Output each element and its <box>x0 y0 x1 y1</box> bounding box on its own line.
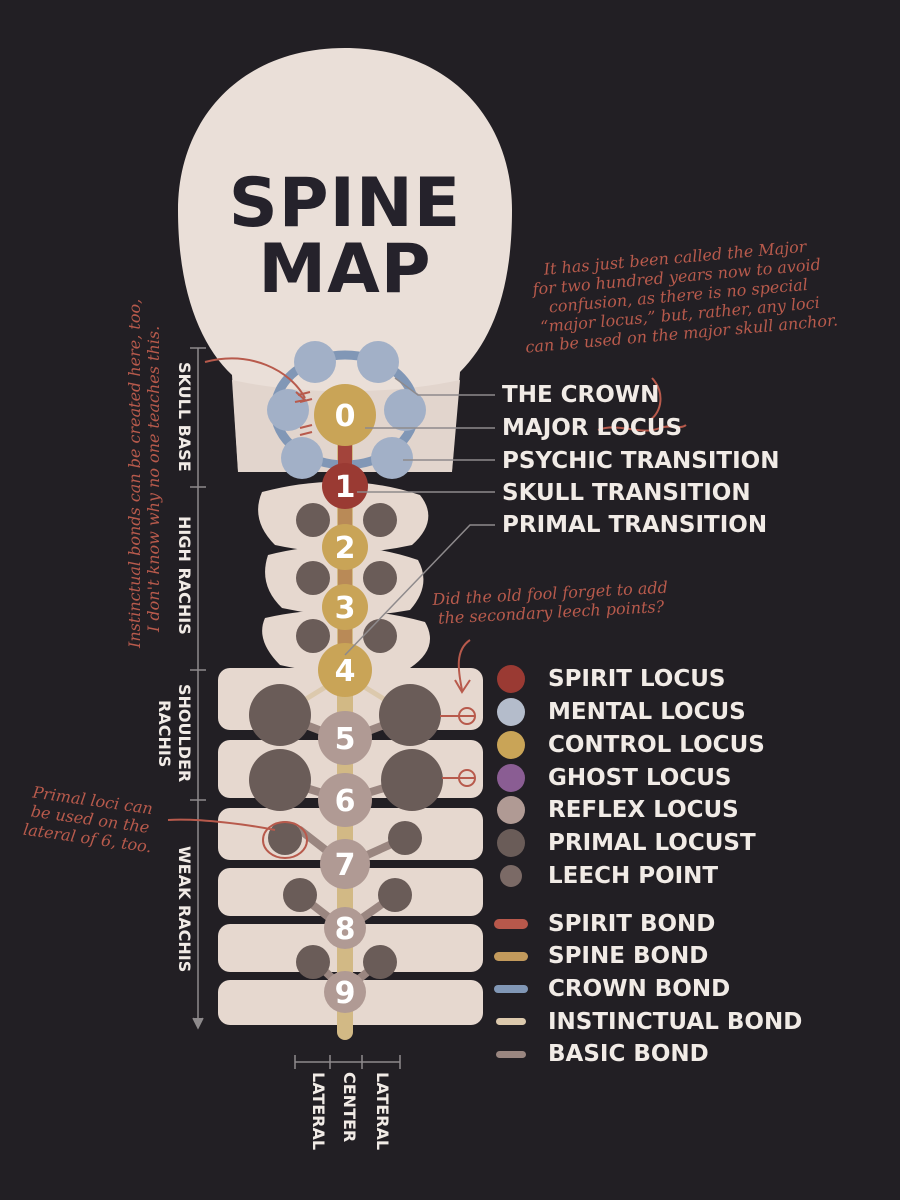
axis-label-lateral-left: LATERAL <box>309 1072 328 1151</box>
callout-psychic-transition: PSYCHIC TRANSITION <box>502 448 780 474</box>
legend-spirit-bond: SPIRIT BOND <box>548 911 716 937</box>
axis-label-lateral-right: LATERAL <box>373 1072 392 1151</box>
primal-loci <box>249 503 443 979</box>
locus-number: 0 <box>335 399 356 434</box>
locus-number: 9 <box>335 976 356 1011</box>
annotation-marks <box>167 357 687 859</box>
legend-control-locus: CONTROL LOCUS <box>548 732 765 758</box>
callout-the-crown: THE CROWN <box>502 382 660 408</box>
legend-swatches <box>494 665 528 1058</box>
callout-skull-transition: SKULL TRANSITION <box>502 480 751 506</box>
callout-leaders <box>344 377 495 656</box>
region-rachis: RACHIS <box>155 700 174 768</box>
title-spine: SPINE <box>228 164 462 243</box>
callout-major-locus: MAJOR LOCUS <box>502 415 683 441</box>
locus-number: 4 <box>335 654 356 689</box>
legend-crown-bond: CROWN BOND <box>548 976 731 1002</box>
callout-primal-transition: PRIMAL TRANSITION <box>502 512 768 538</box>
locus-number: 8 <box>335 912 356 947</box>
legend-leech-point: LEECH POINT <box>548 863 719 889</box>
locus-3 <box>322 584 368 630</box>
title-map: MAP <box>258 230 432 309</box>
region-skull-base: SKULL BASE <box>175 362 194 472</box>
legend-instinctual-bond: INSTINCTUAL BOND <box>548 1009 803 1035</box>
region-shoulder: SHOULDER <box>175 684 194 783</box>
legend-reflex-locus: REFLEX LOCUS <box>548 797 739 823</box>
central-loci <box>314 384 376 1013</box>
locus-5 <box>318 711 372 765</box>
locus-0 <box>314 384 376 446</box>
locus-number: 2 <box>335 531 356 566</box>
locus-6 <box>318 773 372 827</box>
note-instinctual-bonds: Instinctual bonds can be created here, t… <box>125 299 163 648</box>
axis-label-center: CENTER <box>340 1072 359 1143</box>
legend-spirit-locus: SPIRIT LOCUS <box>548 666 726 692</box>
locus-7 <box>320 839 370 889</box>
locus-number: 3 <box>335 591 356 626</box>
locus-number: 1 <box>335 470 356 505</box>
region-brackets <box>190 347 206 1030</box>
legend-mental-locus: MENTAL LOCUS <box>548 699 746 725</box>
region-high-rachis: HIGH RACHIS <box>175 516 194 635</box>
region-weak-rachis: WEAK RACHIS <box>175 846 194 973</box>
locus-2 <box>322 524 368 570</box>
locus-number: 6 <box>335 784 356 819</box>
legend-spine-bond: SPINE BOND <box>548 943 709 969</box>
locus-numbers: 0 1 2 3 4 5 6 7 8 9 <box>335 399 356 1011</box>
note-line: Instinctual bonds can be created here, t… <box>125 298 144 648</box>
axis-ticks <box>294 1055 401 1069</box>
legend-ghost-locus: GHOST LOCUS <box>548 765 732 791</box>
legend-primal-locust: PRIMAL LOCUST <box>548 830 756 856</box>
mental-loci <box>267 341 426 479</box>
legend-basic-bond: BASIC BOND <box>548 1041 709 1067</box>
locus-1 <box>322 463 368 509</box>
locus-number: 7 <box>335 848 356 883</box>
note-line: I don't know why no one teaches this. <box>144 325 163 632</box>
locus-4 <box>318 643 372 697</box>
locus-8 <box>324 907 366 949</box>
locus-9 <box>324 971 366 1013</box>
locus-number: 5 <box>335 722 356 757</box>
